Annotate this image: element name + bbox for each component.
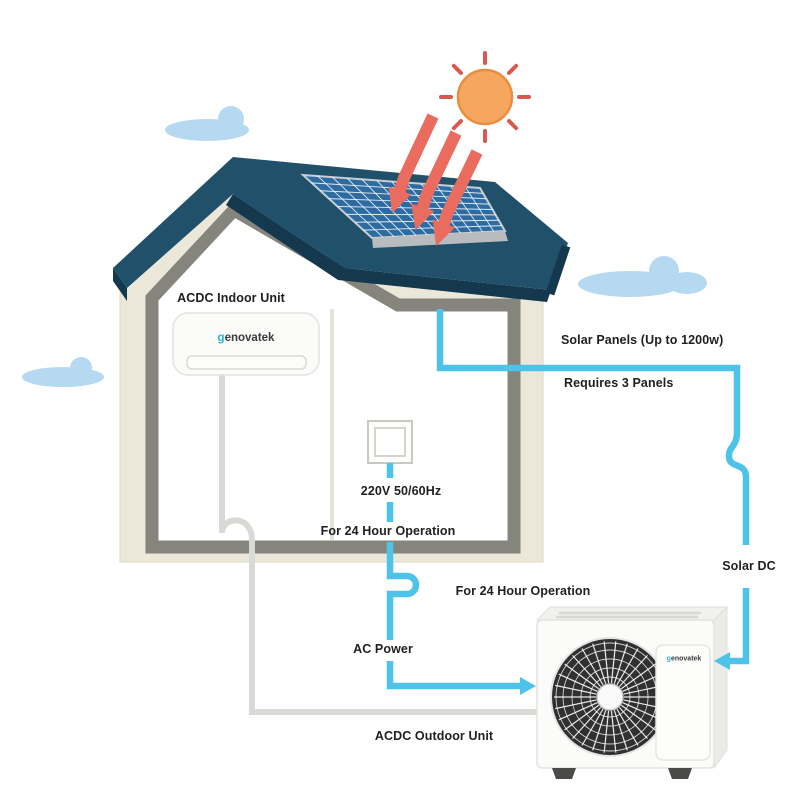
outdoor-unit-foot: [552, 768, 576, 779]
house: [113, 157, 571, 563]
brand-initial: g: [217, 332, 225, 344]
outdoor-unit: [535, 605, 729, 779]
outdoor-unit-label: ACDC Outdoor Unit: [374, 729, 494, 743]
operation-indoor-label: For 24 Hour Operation: [320, 524, 456, 538]
outdoor-brand-logo: genovatek: [667, 656, 702, 663]
sun-rays: [439, 51, 531, 143]
solar-panels-label: Solar Panels (Up to 1200w): [561, 333, 724, 347]
ac-power-arrowhead: [520, 677, 536, 695]
brand-rest: enovatek: [670, 655, 702, 663]
cloud-top: [165, 106, 249, 141]
roof-left-cap: [113, 268, 127, 301]
ac-power-line: [386, 463, 536, 695]
voltage-label: 220V 50/60Hz: [360, 484, 442, 498]
indoor-unit-label: ACDC Indoor Unit: [177, 291, 285, 305]
cloud-right: [578, 256, 707, 297]
roof-eave-shadow: [226, 194, 551, 302]
indoor-unit: [172, 312, 320, 376]
fan-grille-lines: [554, 641, 666, 753]
solar-dc-arrowhead: [714, 652, 730, 670]
refrigerant-pipe: [219, 372, 537, 715]
sun-icon: [439, 51, 531, 143]
solar-dc-line: [436, 309, 750, 670]
sunlight-arrows: [388, 113, 483, 246]
brand-rest: enovatek: [224, 332, 275, 344]
ac-power-label: AC Power: [353, 642, 413, 656]
requires-panels-label: Requires 3 Panels: [564, 376, 674, 390]
roof-right-cap: [545, 244, 571, 296]
cloud-left: [22, 357, 104, 387]
outdoor-unit-foot: [668, 768, 692, 779]
wall-outlet: [367, 420, 413, 464]
brand-initial: g: [666, 655, 671, 663]
operation-outdoor-label: For 24 Hour Operation: [455, 584, 591, 598]
outdoor-logo-panel: [655, 644, 711, 761]
solar-dc-label: Solar DC: [722, 559, 776, 573]
indoor-brand-logo: genovatek: [218, 332, 275, 344]
